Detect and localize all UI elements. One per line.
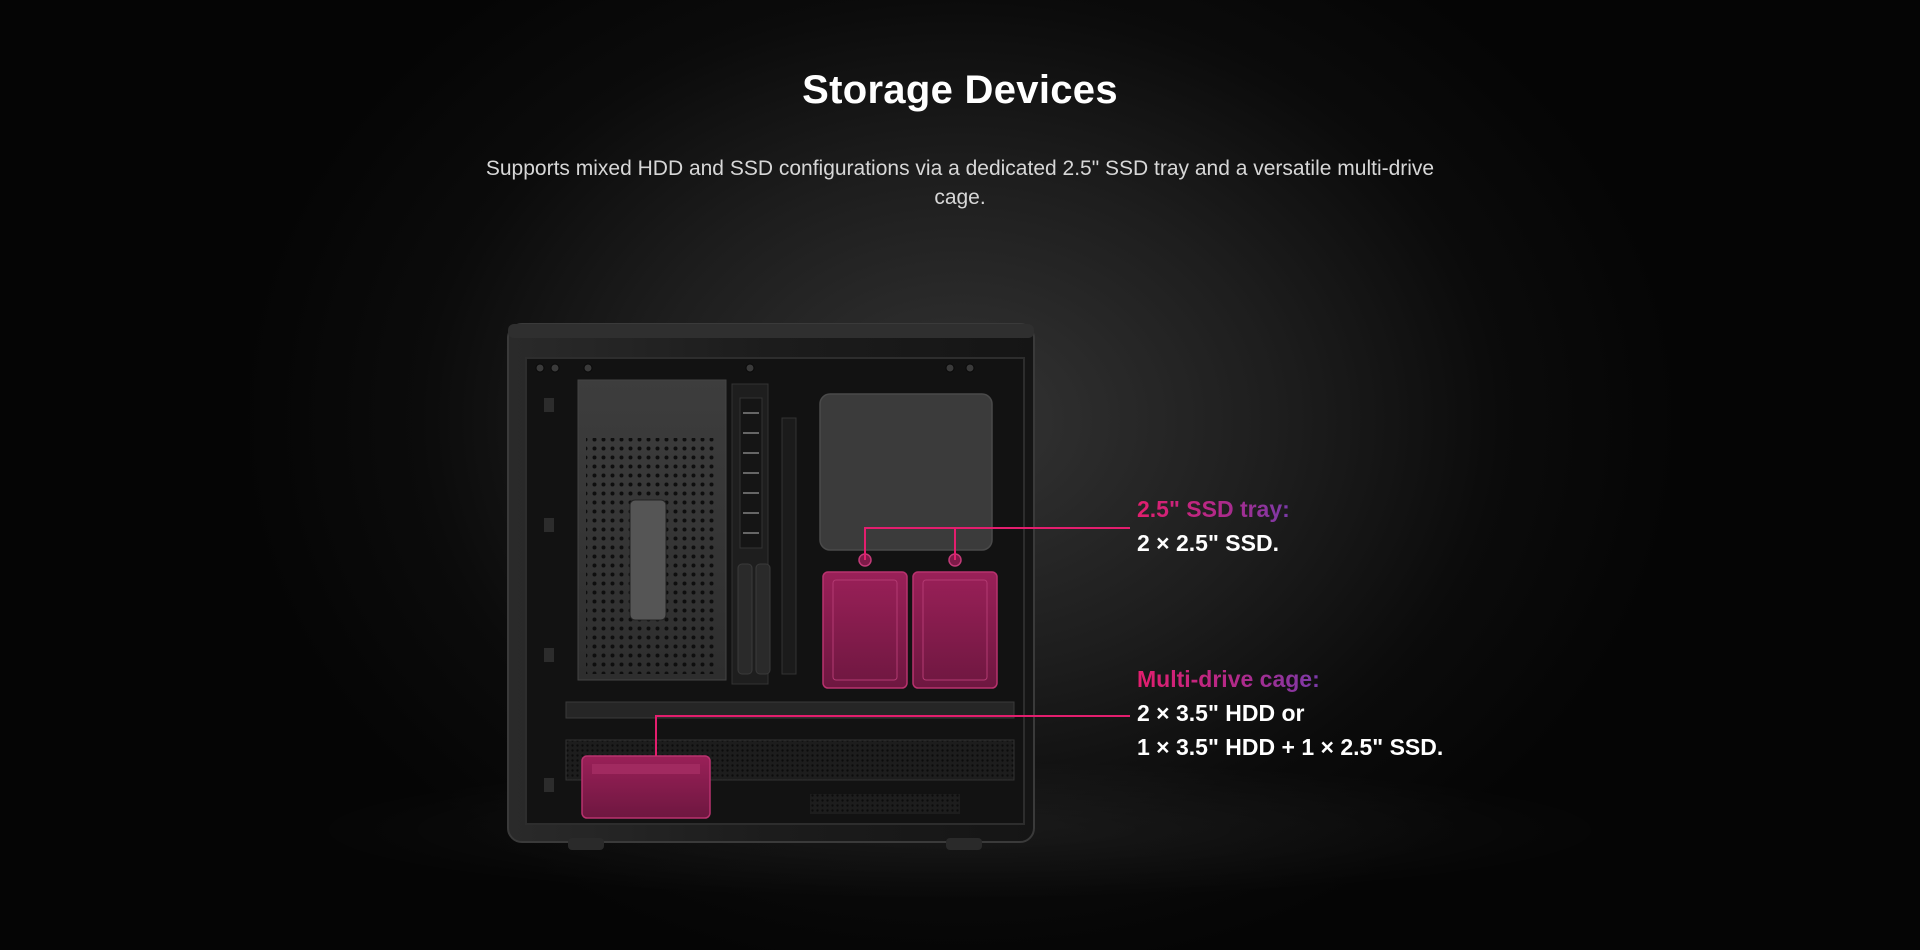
top-screws — [535, 363, 975, 373]
multi-drive-cage-callout-detail-2: 1 × 3.5" HDD + 1 × 2.5" SSD. — [1137, 734, 1444, 760]
ssd-drive-right — [912, 553, 998, 689]
ssd-tray-callout-heading: 2.5" SSD tray: — [1137, 492, 1290, 526]
case-feet — [568, 838, 982, 850]
section-subtitle: Supports mixed HDD and SSD configuration… — [485, 157, 1435, 209]
section-title: Storage Devices — [802, 68, 1118, 112]
cable-management-column — [731, 383, 797, 685]
multi-drive-cage-callout-detail-1: 2 × 3.5" HDD or — [1137, 700, 1305, 726]
multi-drive-cage-callout: Multi-drive cage: 2 × 3.5" HDD or 1 × 3.… — [1137, 662, 1443, 764]
pc-case-rear-view-image — [507, 323, 1035, 850]
ssd-drive-left — [822, 553, 908, 689]
multi-drive-cage — [581, 755, 711, 819]
ssd-tray-callout: 2.5" SSD tray: 2 × 2.5" SSD. — [1137, 492, 1290, 560]
multi-drive-cage-callout-heading: Multi-drive cage: — [1137, 662, 1320, 696]
hinge-tabs — [544, 398, 554, 792]
ssd-tray-callout-detail: 2 × 2.5" SSD. — [1137, 530, 1279, 556]
motherboard-tray — [577, 379, 727, 681]
ssd-tray-plate — [819, 393, 993, 551]
